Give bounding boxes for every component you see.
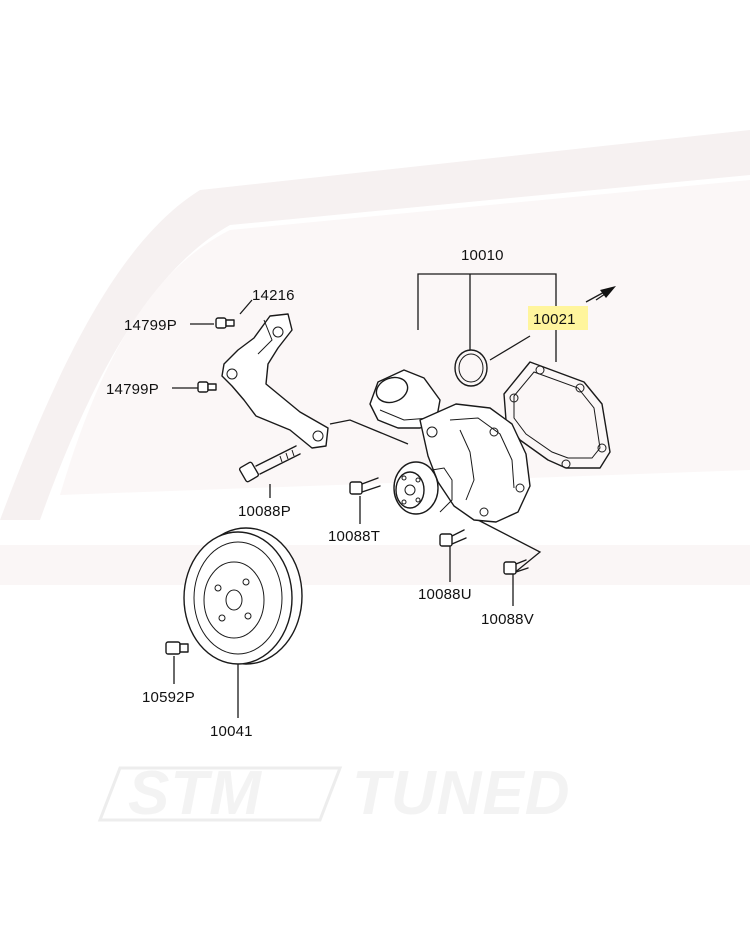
o-ring-part bbox=[454, 349, 488, 387]
watermark-brand-left: STM bbox=[128, 759, 262, 828]
label-bracket: 14216 bbox=[252, 287, 295, 304]
pump-bolt-u bbox=[439, 529, 467, 547]
label-pump-bolt-long: 10088P bbox=[238, 503, 291, 520]
bracket-part bbox=[221, 313, 329, 449]
label-water-pump-assembly: 10010 bbox=[461, 247, 504, 264]
pump-bolt-t bbox=[349, 477, 381, 495]
pulley-part bbox=[183, 527, 303, 665]
long-bolt-part bbox=[238, 445, 301, 483]
label-pump-bolt-u: 10088U bbox=[418, 586, 472, 603]
watermark-logo: STM TUNED bbox=[97, 759, 571, 828]
label-pulley-bolt: 10592P bbox=[142, 689, 195, 706]
water-pump-part bbox=[369, 369, 531, 523]
label-gasket: 10021 bbox=[533, 311, 576, 328]
direction-arrow-icon bbox=[595, 286, 616, 301]
pulley-bolt-part bbox=[165, 641, 189, 655]
background-swoosh bbox=[0, 130, 750, 585]
pump-bolt-v bbox=[503, 559, 529, 575]
label-bracket-bolt-upper: 14799P bbox=[124, 317, 177, 334]
label-pulley: 10041 bbox=[210, 723, 253, 740]
label-bracket-bolt-lower: 14799P bbox=[106, 381, 159, 398]
gasket-label-highlight bbox=[528, 306, 588, 330]
label-pump-bolt-t: 10088T bbox=[328, 528, 380, 545]
bracket-bolt-upper bbox=[215, 317, 235, 329]
label-pump-bolt-v: 10088V bbox=[481, 611, 534, 628]
watermark-brand-right: TUNED bbox=[352, 759, 571, 828]
bracket-bolt-lower bbox=[197, 381, 217, 393]
